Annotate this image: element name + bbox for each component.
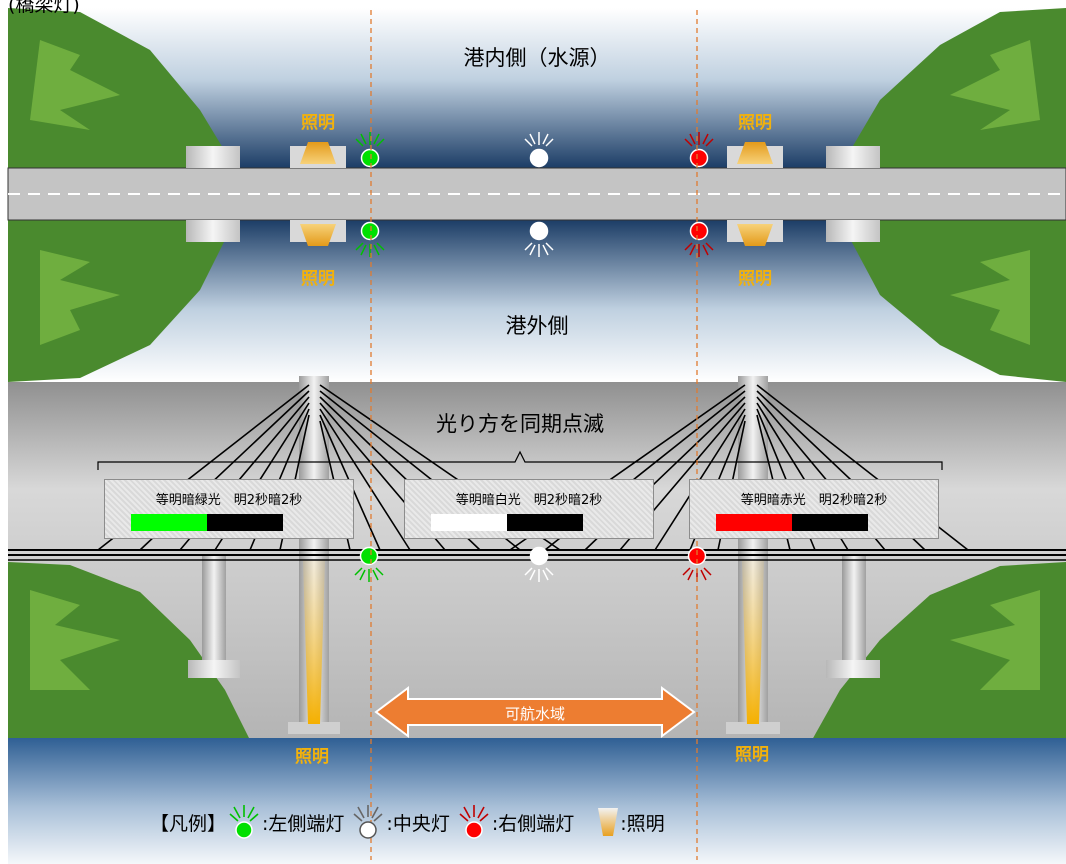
green-end-light-icon: [354, 546, 384, 582]
lamp-label: 照明: [735, 745, 769, 765]
navigable-water-label: 可航水域: [504, 705, 566, 723]
pattern-bar-on: [716, 514, 792, 531]
floodlight-beam-left: [303, 560, 325, 724]
pattern-text: 等明暗赤光 明2秒暗2秒: [740, 493, 888, 508]
sync-brace: [97, 450, 943, 470]
abutment-bottom-left: [186, 220, 240, 242]
lamp-label: 照明: [301, 113, 335, 133]
forest-highlights: [30, 590, 1040, 690]
red-end-light-icon: [684, 132, 714, 168]
pattern-text: 等明暗白光 明2秒暗2秒: [455, 493, 603, 508]
side-pier-left: [202, 555, 226, 660]
harbor-outer-label: 港外側: [505, 314, 569, 338]
lamp-label: 照明: [738, 113, 772, 133]
pattern-bar: [716, 514, 868, 531]
legend: 【凡例】 :左側端灯 :中央灯 :右側端灯 :照明: [150, 802, 665, 842]
legend-left-end-light: :左側端灯: [262, 812, 345, 835]
white-center-light-icon: [524, 221, 554, 257]
floodlight-icon: [290, 220, 346, 246]
green-end-light-icon: [355, 132, 385, 168]
pattern-bar-on: [431, 514, 507, 531]
pattern-bar-on: [131, 514, 207, 531]
green-end-light-icon: [229, 805, 259, 839]
light-pattern-green: 等明暗緑光 明2秒暗2秒: [104, 479, 354, 539]
forest-highlights: [30, 40, 1040, 345]
red-end-light-icon: [459, 805, 489, 839]
legend-floodlight: :照明: [620, 812, 665, 835]
sync-flash-label: 光り方を同期点滅: [436, 412, 604, 436]
floodlight-beam-right: [742, 560, 764, 724]
abutment-bottom-right: [826, 220, 880, 242]
pattern-bar: [431, 514, 583, 531]
light-pattern-red: 等明暗赤光 明2秒暗2秒: [689, 479, 939, 539]
red-end-light-icon: [684, 221, 714, 257]
floodlight-icon: [290, 142, 346, 168]
side-pier-right: [842, 555, 866, 660]
plan-view: [7, 8, 1066, 382]
pattern-bar: [131, 514, 283, 531]
abutment-top-left: [186, 146, 240, 168]
light-pattern-white: 等明暗白光 明2秒暗2秒: [404, 479, 654, 539]
page-title-fragment: (橋梁灯): [8, 0, 80, 16]
legend-right-end-light: :右側端灯: [491, 812, 575, 835]
pattern-text: 等明暗緑光 明2秒暗2秒: [155, 493, 303, 508]
side-pier-left-base: [188, 660, 240, 678]
green-end-light-icon: [355, 221, 385, 257]
legend-center-light: :中央灯: [386, 812, 450, 835]
abutment-top-right: [826, 146, 880, 168]
white-center-light-icon: [524, 132, 554, 168]
floodlight-icon: [727, 220, 783, 246]
red-end-light-icon: [682, 546, 712, 582]
legend-open: 【凡例】: [150, 812, 227, 835]
floodlight-icon: [598, 808, 619, 836]
lamp-label: 照明: [295, 747, 329, 767]
tower-right-footing: [726, 722, 780, 734]
lamp-label: 照明: [301, 269, 335, 289]
lamp-label: 照明: [738, 269, 772, 289]
forest-top-left: [8, 8, 235, 168]
harbor-inner-label: 港内側（水源）: [463, 46, 611, 70]
white-center-light-icon: [353, 805, 383, 839]
tower-left-footing: [288, 722, 340, 734]
water: [8, 738, 1066, 864]
elevation-view: [8, 376, 1066, 864]
navigable-water-arrow: [374, 686, 696, 738]
white-center-light-icon: [524, 546, 554, 582]
side-pier-right-base: [826, 660, 880, 678]
floodlight-icon: [727, 142, 783, 168]
